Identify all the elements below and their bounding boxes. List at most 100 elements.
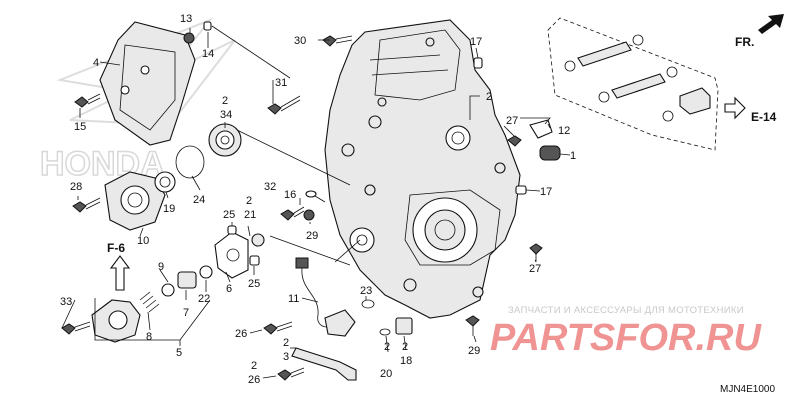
- callout-9: 9: [158, 261, 164, 273]
- bolt-27a: [507, 135, 522, 147]
- e14-inset: [547, 17, 719, 151]
- o-ring-23: [361, 299, 375, 309]
- bolt-26a: [263, 321, 293, 335]
- spring-8: [139, 291, 160, 313]
- gasket-6: [214, 231, 249, 279]
- callout-29-left: 29: [306, 230, 318, 242]
- callout-numbers: 1 2 2 2 2 2 2 2 3 4 5 6 7 8 9 10 11 12 1…: [60, 13, 576, 386]
- callout-11: 11: [288, 293, 299, 305]
- callout-2-collar18: 2: [402, 341, 408, 353]
- callout-21: 21: [244, 209, 256, 221]
- callout-31: 31: [275, 77, 287, 89]
- callout-5: 5: [176, 347, 182, 359]
- callout-8: 8: [146, 331, 152, 343]
- callout-26-bottom: 26: [248, 374, 260, 386]
- callout-30: 30: [294, 35, 306, 47]
- callout-32: 32: [264, 181, 276, 193]
- bolt-15: [74, 93, 101, 108]
- bolt-32: [280, 206, 305, 221]
- callout-28: 28: [70, 181, 82, 193]
- bolt-27b: [529, 243, 543, 262]
- bearing-34: [208, 123, 242, 157]
- callout-26-mid: 26: [235, 328, 247, 340]
- callout-25-top: 25: [223, 209, 235, 221]
- o-ring-24: [175, 145, 205, 179]
- ring-22: [199, 265, 213, 279]
- callout-4: 4: [93, 57, 99, 69]
- bolt-33: [61, 321, 91, 335]
- diagram-code: MJN4E1000: [720, 384, 775, 395]
- pin-25a: [227, 225, 237, 235]
- bolt-14: [203, 21, 212, 31]
- bracket-3: [291, 347, 357, 381]
- pin-25b: [249, 255, 260, 266]
- callout-14: 14: [202, 48, 214, 60]
- collar-7: [177, 271, 197, 289]
- fitting: [662, 87, 711, 122]
- callout-24: 24: [193, 194, 205, 206]
- callout-19: 19: [163, 203, 175, 215]
- pump-body-5: [91, 299, 141, 343]
- washer-16: [305, 190, 317, 198]
- callout-18: 18: [400, 355, 412, 367]
- callout-27-top: 27: [506, 115, 518, 127]
- bolt-29b: [465, 315, 480, 336]
- callout-16: 16: [284, 189, 296, 201]
- callout-34: 34: [220, 109, 232, 121]
- pipe-upper: [564, 34, 644, 72]
- callout-29-right: 29: [468, 345, 480, 357]
- callout-2-bolt21: 2: [246, 195, 252, 207]
- up-arrow-icon: [109, 255, 131, 291]
- f6-reference: F-6: [107, 241, 125, 255]
- callout-2-cover: 2: [486, 91, 492, 103]
- callout-2-bearing: 2: [222, 95, 228, 107]
- dowel-pin-17a: [473, 57, 483, 69]
- callout-17-top: 17: [470, 36, 482, 48]
- callout-12: 12: [558, 125, 570, 137]
- front-arrow-icon: [758, 14, 784, 34]
- dowel-pin-17b: [515, 185, 527, 195]
- e14-arrow: [724, 96, 746, 120]
- callout-3: 3: [283, 351, 289, 363]
- bolt-31: [267, 95, 301, 115]
- leader-lines: [61, 25, 571, 379]
- callout-7: 7: [183, 307, 189, 319]
- e14-reference: E-14: [751, 110, 777, 124]
- callout-17-right: 17: [540, 186, 552, 198]
- pump-housing-10: [104, 171, 166, 231]
- callout-20: 20: [380, 368, 392, 380]
- callout-22: 22: [198, 293, 210, 305]
- ring-20: [379, 328, 391, 336]
- sensor-11: [295, 257, 356, 337]
- callout-2-bolt26: 2: [251, 360, 257, 372]
- callout-33: 33: [60, 296, 72, 308]
- grommet-1: [539, 145, 561, 161]
- callout-2-bracket: 2: [283, 337, 289, 349]
- bolt-28: [72, 197, 101, 213]
- seal-19: [154, 171, 176, 193]
- callout-1: 1: [570, 150, 576, 162]
- callout-10: 10: [137, 235, 149, 247]
- callout-15: 15: [74, 121, 86, 133]
- collar-18: [395, 317, 413, 335]
- callout-23: 23: [360, 285, 372, 297]
- callout-25-bottom: 25: [248, 278, 260, 290]
- callout-27-bottom: 27: [529, 263, 541, 275]
- bolt-13: [183, 32, 195, 44]
- callout-6: 6: [226, 283, 232, 295]
- washer-9: [161, 283, 175, 297]
- cover-plate-4: [99, 21, 196, 146]
- pipe-lower: [598, 66, 678, 103]
- bolt-29a: [303, 209, 315, 221]
- callout-13: 13: [180, 13, 192, 25]
- watermark-banner: ЗАПЧАСТИ И АКСЕССУАРЫ ДЛЯ МОТОТЕХНИКИ: [508, 305, 744, 316]
- bolt-21: [251, 233, 265, 247]
- bolt-26b: [277, 367, 305, 381]
- clip-12: [529, 119, 553, 139]
- watermark-brand: PARTSFOR.RU: [490, 317, 762, 359]
- crankcase-cover: [324, 19, 521, 319]
- callout-2-ring20: 2: [384, 341, 390, 353]
- bolt-30: [322, 35, 353, 47]
- fr-label: FR.: [735, 35, 754, 49]
